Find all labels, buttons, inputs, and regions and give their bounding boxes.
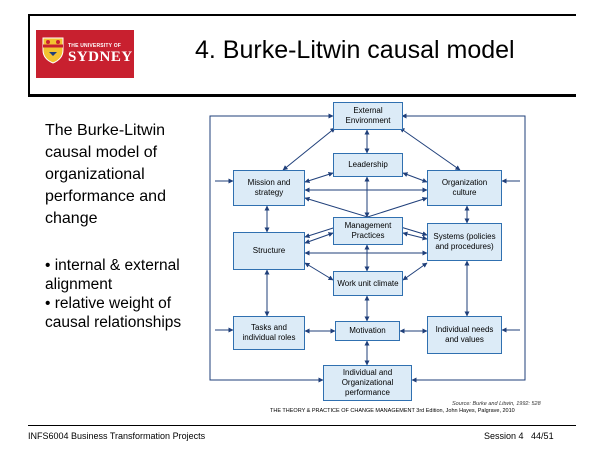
footer-session: Session 4 44/51 bbox=[484, 431, 554, 441]
footer-rule bbox=[28, 425, 576, 426]
footer-page-number: 44/51 bbox=[531, 431, 554, 441]
diagram-connectors bbox=[209, 113, 526, 383]
bullet-list: • internal & external alignment • relati… bbox=[45, 256, 215, 332]
leadership-box: Leadership bbox=[333, 153, 403, 177]
citation: THE THEORY & PRACTICE OF CHANGE MANAGEME… bbox=[270, 408, 515, 414]
work-unit-climate-box: Work unit climate bbox=[333, 271, 403, 296]
source-note: Source: Burke and Litwin, 1992: 528 bbox=[452, 401, 541, 407]
tasks-roles-box: Tasks and individual roles bbox=[233, 316, 305, 350]
bullet-item: • internal & external alignment bbox=[45, 257, 180, 293]
individual-needs-box: Individual needs and values bbox=[427, 316, 502, 354]
systems-box: Systems (policies and procedures) bbox=[427, 223, 502, 261]
header-rule bbox=[28, 14, 576, 16]
structure-box: Structure bbox=[233, 232, 305, 270]
footer-session-label: Session 4 bbox=[484, 431, 524, 441]
university-logo: THE UNIVERSITY OF SYDNEY bbox=[36, 26, 134, 82]
burke-litwin-diagram: External Environment Leadership Mission … bbox=[205, 95, 530, 401]
organization-culture-box: Organization culture bbox=[427, 170, 502, 206]
external-environment-box: External Environment bbox=[333, 102, 403, 130]
mission-strategy-box: Mission and strategy bbox=[233, 170, 305, 206]
performance-box: Individual and Organizational performanc… bbox=[323, 365, 412, 401]
logo-main-text: SYDNEY bbox=[68, 49, 133, 65]
motivation-box: Motivation bbox=[335, 321, 400, 341]
title-divider bbox=[28, 94, 576, 97]
management-practices-box: Management Practices bbox=[333, 217, 403, 245]
header-left-rule bbox=[28, 14, 30, 94]
logo-background: THE UNIVERSITY OF SYDNEY bbox=[36, 30, 134, 78]
crest-icon bbox=[42, 37, 64, 64]
main-text: The Burke-Litwin causal model of organiz… bbox=[45, 122, 166, 227]
slide-title: 4. Burke-Litwin causal model bbox=[195, 36, 515, 64]
footer-course: INFS6004 Business Transformation Project… bbox=[28, 431, 206, 441]
bullet-item: • relative weight of causal relationship… bbox=[45, 295, 182, 331]
logo-top-text: THE UNIVERSITY OF bbox=[68, 43, 122, 49]
